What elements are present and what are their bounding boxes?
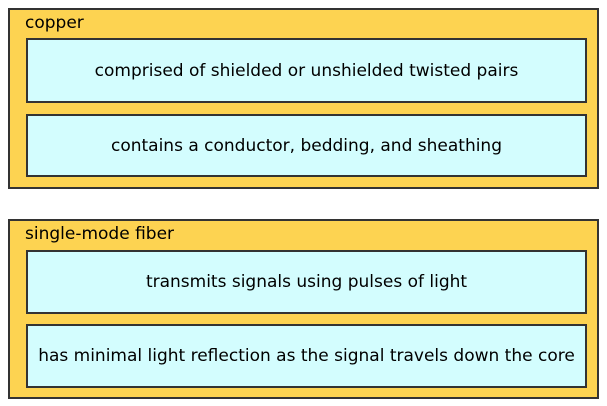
single-mode-fiber-label: single-mode fiber [25, 224, 175, 244]
answer-tile[interactable]: transmits signals using pulses of light [26, 250, 587, 314]
answer-tile[interactable]: comprised of shielded or unshielded twis… [26, 38, 587, 103]
answer-tile[interactable]: contains a conductor, bedding, and sheat… [26, 114, 587, 177]
answer-tile[interactable]: has minimal light reflection as the sign… [26, 324, 587, 388]
drop-target-copper[interactable]: copper comprised of shielded or unshield… [8, 8, 599, 189]
drop-target-single-mode-fiber[interactable]: single-mode fiber transmits signals usin… [8, 219, 599, 399]
copper-label: copper [25, 13, 84, 33]
